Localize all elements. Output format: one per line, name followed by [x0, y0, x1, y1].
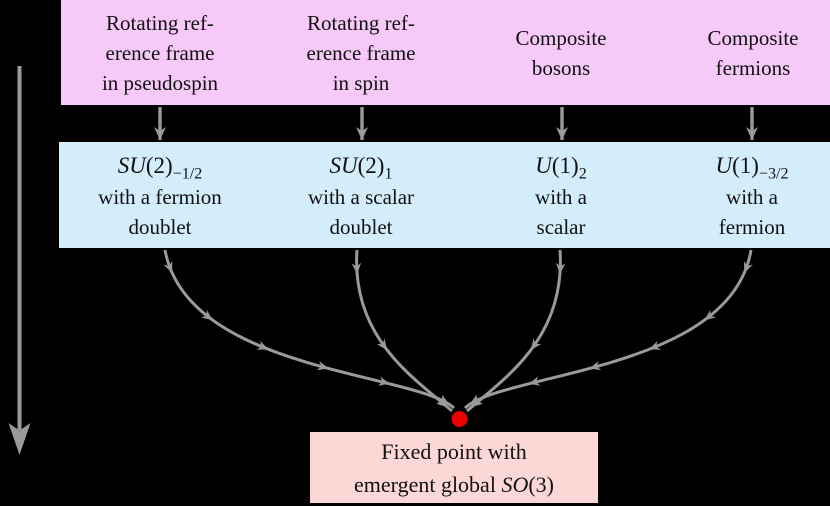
matter-content-label: with a scalar — [535, 184, 587, 239]
theory-u1-two: U(1)2 with a scalar — [456, 142, 666, 248]
flow-curve-spin — [355, 249, 453, 413]
rg-flow-arrowhead-icon — [8, 423, 31, 455]
flow-arrowhead-icon — [555, 262, 566, 274]
flow-curve-fermions — [463, 249, 753, 410]
flow-arrowhead-icon — [201, 309, 213, 321]
flow-arrowhead-icon — [377, 376, 390, 386]
matter-content-label: with a fermion doublet — [98, 184, 222, 239]
flow-arrowhead-icon — [256, 340, 269, 350]
bottom-box: Fixed point with emergent global SO(3) — [310, 432, 598, 503]
gauge-group-label: U(1)2 — [535, 152, 587, 183]
theory-u1-minus-three-halves: U(1)−3/2 with a fermion — [647, 142, 830, 248]
theory-su2-minus-half: SU(2)−1/2 with a fermion doublet — [55, 142, 265, 248]
flow-arrowhead-icon — [471, 396, 484, 408]
flow-curve-pseudospin — [163, 249, 456, 410]
gauge-group-label: SU(2)1 — [329, 152, 393, 183]
fixed-point-dot — [451, 411, 468, 427]
theory-su2-one: SU(2)1 with a scalar doublet — [256, 142, 466, 248]
middle-box — [59, 142, 830, 248]
matter-content-label: with a fermion — [718, 184, 786, 239]
gauge-group-label: U(1)−3/2 — [715, 152, 789, 183]
top-label-pseudospin: Rotating ref- erence frame in pseudospin — [101, 10, 219, 95]
rg-flow-arrow — [8, 66, 31, 455]
top-label-composite-bosons: Composite bosons — [515, 25, 607, 80]
flow-arrowhead-icon — [163, 260, 173, 273]
flow-arrowhead-icon — [316, 360, 329, 371]
matter-content-label: with a scalar doublet — [307, 184, 415, 239]
flow-arrowhead-icon — [743, 261, 753, 273]
flow-arrowhead-icon — [528, 376, 541, 386]
top-label-composite-fermions: Composite fermions — [707, 25, 799, 80]
flow-arrowhead-icon — [649, 340, 662, 350]
flow-arrowhead-icon — [469, 394, 482, 405]
fixed-point-line1: Fixed point with — [381, 438, 527, 464]
flow-arrowhead-icon — [351, 262, 362, 274]
gauge-group-label: SU(2)−1/2 — [117, 152, 203, 183]
flow-arrowhead-icon — [589, 360, 602, 371]
top-label-spin: Rotating ref- erence frame in spin — [306, 10, 416, 95]
flow-arrowhead-icon — [435, 396, 448, 408]
flow-arrowhead-icon — [704, 309, 717, 321]
top-box — [61, 0, 830, 105]
flow-arrowhead-icon — [376, 338, 388, 351]
flow-arrowhead-icon — [530, 338, 542, 350]
fixed-point-line2: emergent global SO(3) — [354, 471, 554, 497]
